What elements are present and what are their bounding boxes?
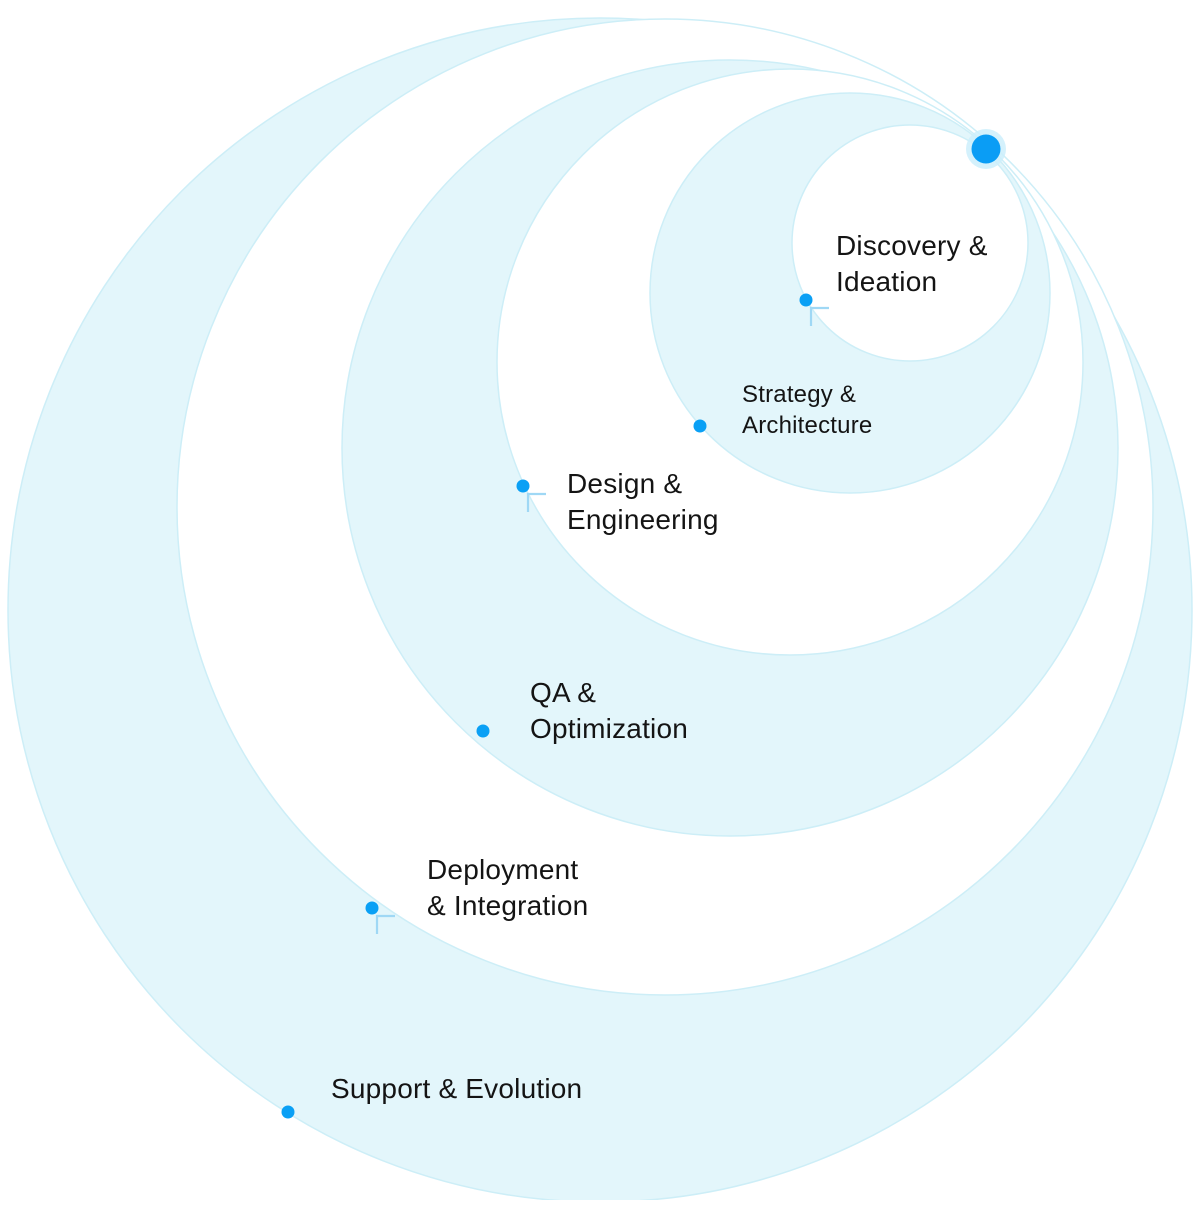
stage-dot-deployment	[365, 901, 379, 915]
stage-label-strategy-architecture: Strategy & Architecture	[742, 381, 873, 439]
stage-tick-discovery	[809, 306, 829, 326]
stage-label-design-engineering: Design & Engineering	[567, 468, 719, 535]
origin-dot	[971, 134, 1001, 164]
markers-layer	[281, 293, 829, 1119]
stage-dot-design	[516, 479, 530, 493]
stage-label-qa-optimization: QA & Optimization	[530, 677, 689, 744]
stage-dot-support	[281, 1105, 295, 1119]
stage-tick-design	[526, 492, 546, 512]
stage-dot-strategy	[693, 419, 707, 433]
rings-layer	[7, 17, 1193, 1203]
stage-dot-discovery	[799, 293, 813, 307]
stage-dot-qa	[476, 724, 490, 738]
stage-tick-deployment	[375, 914, 395, 934]
stage-label-deployment-integration: Deployment & Integration	[427, 854, 589, 921]
stage-label-support-evolution: Support & Evolution	[331, 1073, 583, 1104]
stage-label-discovery-ideation: Discovery & Ideation	[836, 230, 988, 297]
origin-layer	[966, 129, 1006, 169]
ring-6	[791, 124, 1029, 362]
